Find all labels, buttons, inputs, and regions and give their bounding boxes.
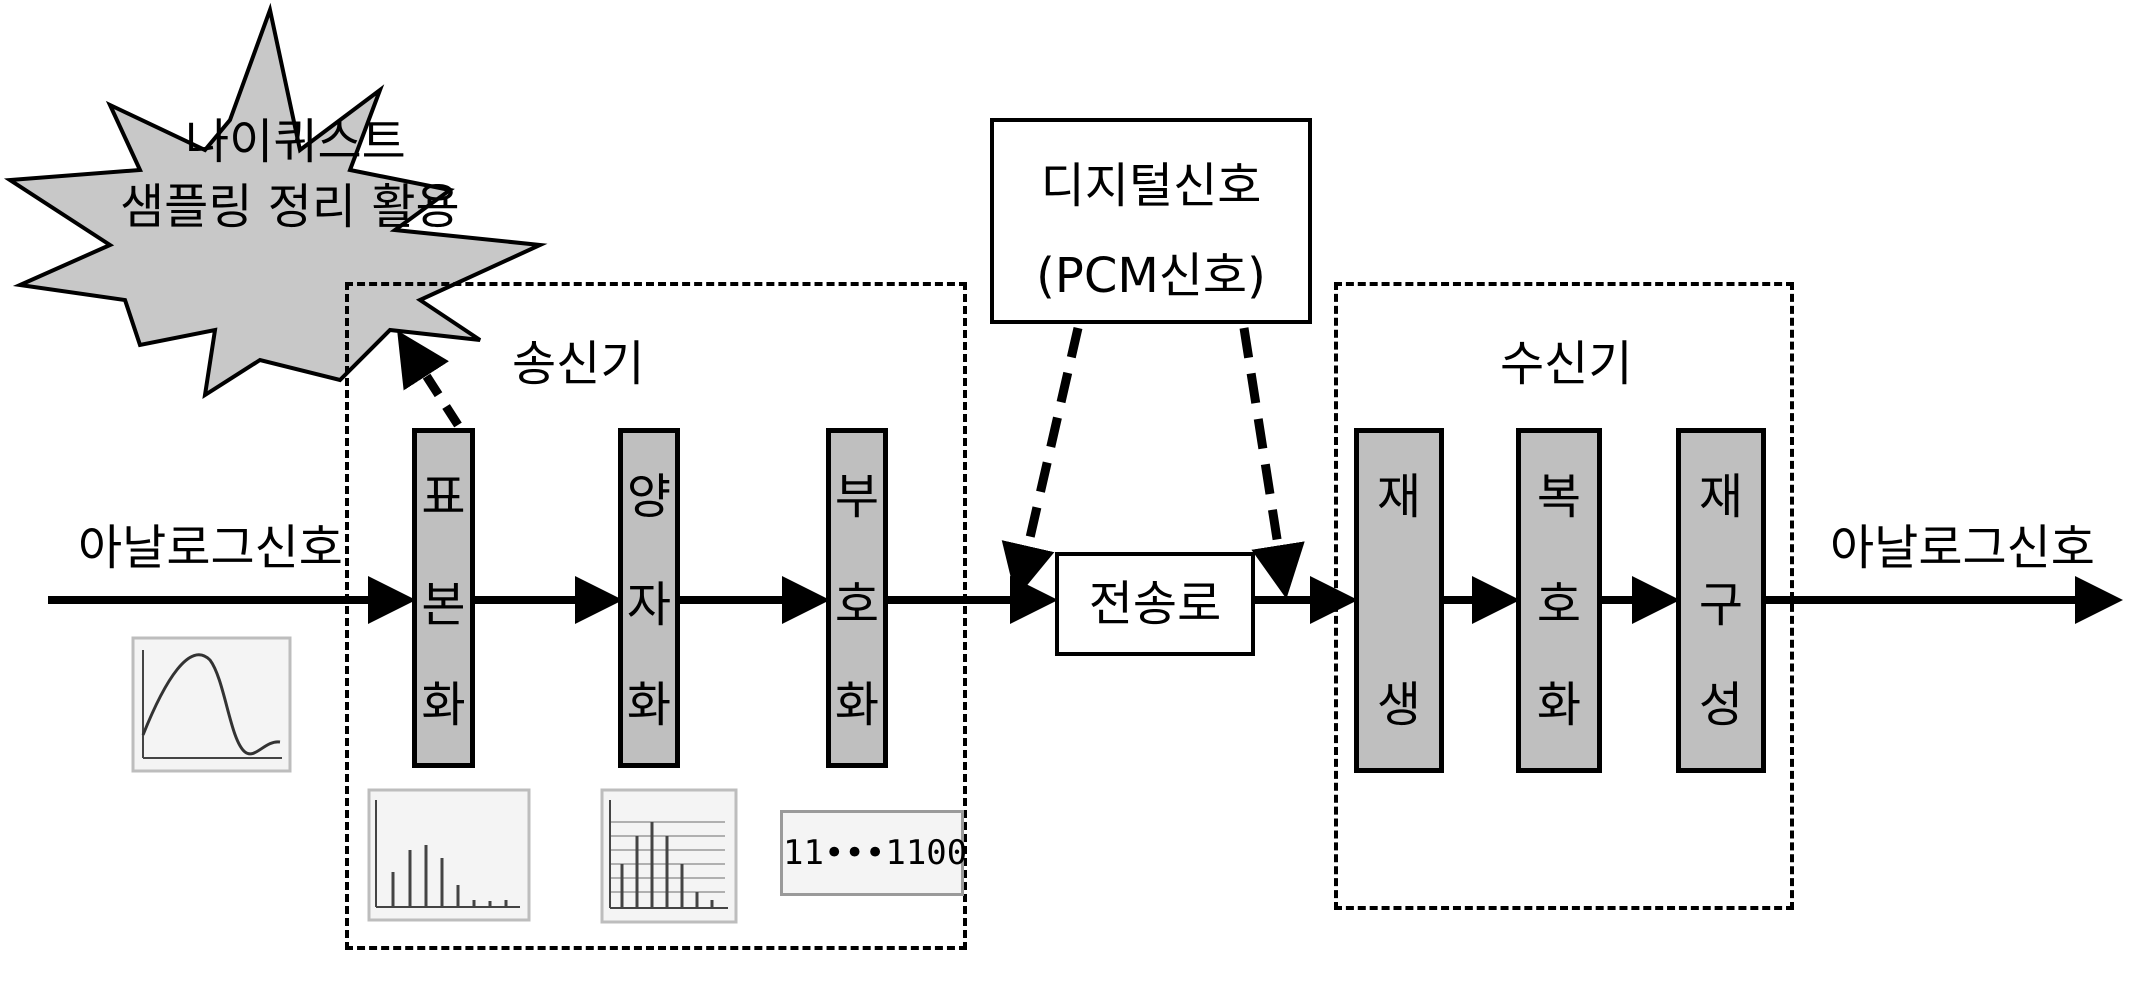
regeneration-char-1: 재	[1376, 469, 1422, 525]
quantizing-char-1: 양	[626, 469, 672, 525]
digital-signal-line1: 디지털신호	[1040, 158, 1262, 214]
digital-right-arrow	[1239, 327, 1305, 599]
quantizing-char-2: 자	[626, 577, 672, 633]
sampling-to-nyquist-arrow	[397, 330, 462, 428]
quantized-signal-thumbnail	[600, 788, 738, 924]
sampling-char-1: 표	[421, 469, 466, 525]
sampling-block: 표 본 화	[412, 428, 475, 768]
sampling-char-2: 본	[421, 577, 466, 633]
sampling-char-3: 화	[421, 677, 466, 733]
analog-wave-thumbnail	[131, 636, 292, 773]
transmitter-label: 송신기	[512, 336, 645, 392]
receiver-label: 수신기	[1500, 336, 1633, 392]
input-analog-label: 아날로그신호	[78, 520, 343, 576]
reconstruction-char-2: 구	[1698, 577, 1744, 633]
digital-signal-box: 디지털신호 (PCM신호)	[990, 118, 1312, 324]
binary-code-thumbnail: 11•••1100	[780, 810, 967, 896]
channel-box: 전송로	[1055, 552, 1255, 656]
starburst-shape	[3, 2, 548, 400]
coding-char-1: 부	[834, 469, 880, 525]
output-analog-label: 아날로그신호	[1830, 520, 2095, 576]
decoding-char-2: 호	[1536, 577, 1582, 633]
reconstruction-char-1: 재	[1698, 469, 1744, 525]
sampled-signal-thumbnail	[367, 788, 531, 922]
coding-block: 부 호 화	[826, 428, 888, 768]
coding-char-2: 호	[834, 577, 880, 633]
digital-left-arrow	[1001, 326, 1083, 599]
reconstruction-char-3: 성	[1698, 677, 1744, 733]
digital-signal-line2: (PCM신호)	[1036, 248, 1266, 304]
transmitter-group	[345, 282, 967, 950]
decoding-char-1: 복	[1536, 469, 1582, 525]
nyquist-line2: 샘플링 정리 활용	[120, 179, 460, 235]
quantizing-char-3: 화	[626, 677, 672, 733]
regeneration-block: 재 생	[1354, 428, 1444, 773]
coding-char-3: 화	[834, 677, 880, 733]
regeneration-char-2: 생	[1376, 677, 1422, 733]
receiver-group	[1334, 282, 1794, 910]
decoding-block: 복 호 화	[1516, 428, 1602, 773]
nyquist-line1: 나이퀴스트	[185, 114, 406, 170]
quantizing-block: 양 자 화	[618, 428, 680, 768]
reconstruction-block: 재 구 성	[1676, 428, 1766, 773]
decoding-char-3: 화	[1536, 677, 1582, 733]
channel-label: 전송로	[1088, 576, 1222, 632]
